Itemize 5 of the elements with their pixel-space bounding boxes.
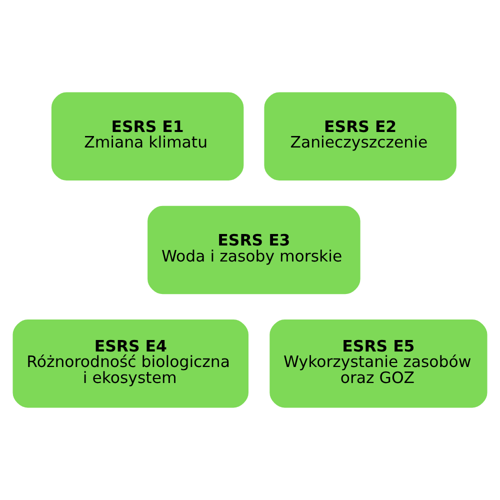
node-box: ESRS E2 Zanieczyszczenie	[264, 92, 456, 180]
node-box: ESRS E1 Zmiana klimatu	[51, 92, 244, 180]
node-box: ESRS E5 Wykorzystanie zasobów oraz GOZ	[270, 320, 488, 408]
node-box: ESRS E3 Woda i zasoby morskie	[148, 206, 360, 294]
node-box: ESRS E4 Różnorodność biologiczna i ekosystem	[12, 320, 248, 408]
